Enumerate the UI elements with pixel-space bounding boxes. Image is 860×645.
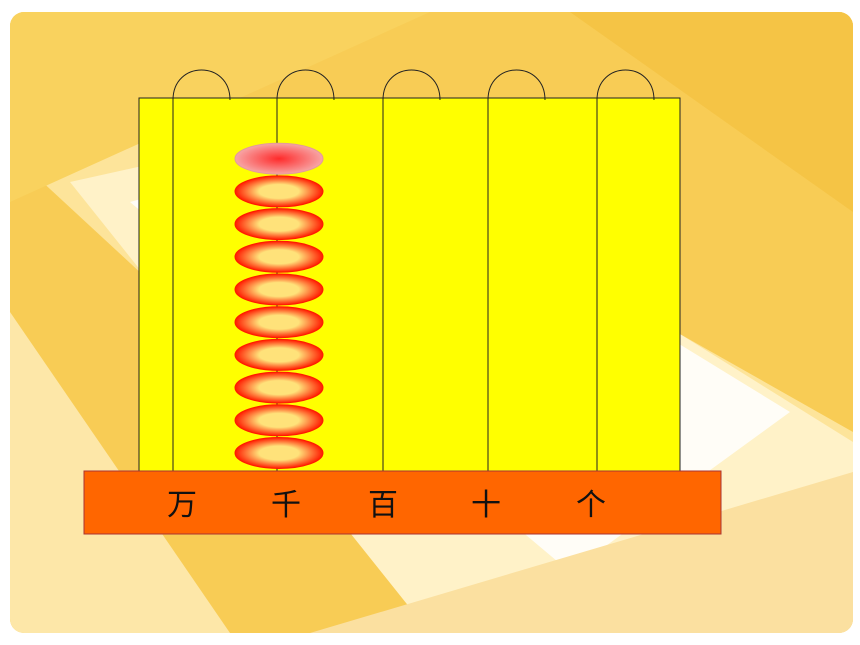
bead xyxy=(234,273,324,306)
abacus-beads xyxy=(234,142,324,469)
bead xyxy=(234,338,324,371)
bead xyxy=(234,208,324,241)
rod-arc xyxy=(172,69,231,101)
place-label: 万 xyxy=(167,488,197,523)
place-label: 十 xyxy=(471,488,501,523)
rod-arc xyxy=(276,69,335,101)
rod-arc xyxy=(382,69,441,101)
abacus-base xyxy=(83,470,722,535)
bead xyxy=(234,371,324,404)
bead-highlighted xyxy=(234,142,324,175)
bead xyxy=(234,175,324,208)
bead xyxy=(234,404,324,437)
rod-arc xyxy=(487,69,546,101)
bead xyxy=(234,437,324,469)
place-label: 千 xyxy=(271,488,301,523)
place-label: 个 xyxy=(576,488,606,523)
rod-arc xyxy=(596,69,655,101)
place-label: 百 xyxy=(368,488,398,523)
place-value-labels: 万千百十个 xyxy=(167,488,606,523)
bead xyxy=(234,306,324,339)
bead xyxy=(234,240,324,273)
abacus-frame xyxy=(138,97,681,473)
